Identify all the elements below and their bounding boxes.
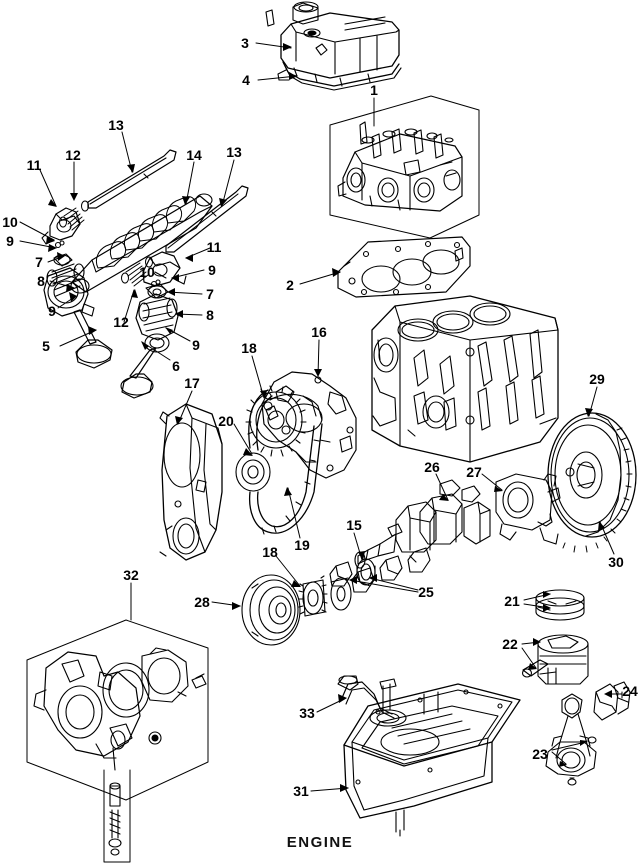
callout-valve-cover: 3 xyxy=(241,35,249,51)
callout-rocker-shaft-intake: 13 xyxy=(108,117,124,133)
callout-oil-pump-pickup-tube: 33 xyxy=(299,705,315,721)
callout-camshaft: 14 xyxy=(186,147,202,163)
callout-timing-belt-inner-cover: 16 xyxy=(311,324,327,340)
callout-valve-spring-retainer-left: 7 xyxy=(35,254,43,270)
valve-cover-art xyxy=(265,1,402,91)
callout-timing-belt-tensioner: 20 xyxy=(218,413,234,429)
callout-crankshaft-pulley: 28 xyxy=(194,594,210,610)
callout-rear-main-seal-housing: 27 xyxy=(466,464,482,480)
callout-rocker-shaft-exhaust: 13 xyxy=(226,144,242,160)
callout-crankshaft-timing-sprocket: 18 xyxy=(262,544,278,560)
callout-camshaft-timing-sprocket: 18 xyxy=(241,340,257,356)
callout-piston-and-pin: 22 xyxy=(502,636,518,652)
crankshaft-pulley-art xyxy=(241,574,352,646)
callout-timing-belt-outer-cover: 17 xyxy=(184,375,200,391)
leader-lines xyxy=(19,42,623,792)
callout-exhaust-valve: 6 xyxy=(172,358,180,374)
head-gasket-art xyxy=(337,236,471,298)
callout-valve-spring-right: 8 xyxy=(206,307,214,323)
callout-cylinder-head: 1 xyxy=(370,82,378,98)
oil-pan-art xyxy=(337,675,521,837)
callout-valve-spring-left: 8 xyxy=(37,273,45,289)
callout-valve-seal-right-lower: 9 xyxy=(192,337,200,353)
callout-valve-cotter-left: 10 xyxy=(2,214,18,230)
callout-valve-keeper-right-upper: 9 xyxy=(208,262,216,278)
callout-valve-cover-gasket: 4 xyxy=(242,72,250,88)
callout-rocker-spring-left: 12 xyxy=(65,147,81,163)
callout-oil-pump-assembly: 32 xyxy=(123,567,139,583)
callout-timing-belt: 19 xyxy=(294,537,310,553)
callout-rocker-arm-left: 11 xyxy=(26,157,42,173)
callout-flywheel: 30 xyxy=(608,554,624,570)
callout-connecting-rod-bearing: 24 xyxy=(622,683,638,699)
callout-valve-cotter-right: 10 xyxy=(139,264,155,280)
callout-intake-valve: 5 xyxy=(42,338,50,354)
timing-belt-art xyxy=(235,389,323,535)
callout-crankshaft-front-oil-seal: 15 xyxy=(346,517,362,533)
callout-valve-keeper-left-upper: 9 xyxy=(6,233,14,249)
engine-block-art xyxy=(371,295,559,463)
callout-oil-pan: 31 xyxy=(293,783,309,799)
cylinder-head-art xyxy=(329,95,480,239)
rear-main-seal-housing-art xyxy=(495,473,561,545)
crankshaft-art xyxy=(329,479,491,593)
timing-belt-outer-cover-art xyxy=(159,403,223,561)
callout-connecting-rod-bolt: 23 xyxy=(532,746,548,762)
callout-crankshaft-main-bearing: 25 xyxy=(418,584,434,600)
diagram-caption: ENGINE xyxy=(286,834,354,851)
callout-rocker-arm-right: 11 xyxy=(206,239,222,255)
oil-pump-assembly-art xyxy=(26,619,209,863)
callout-piston-ring-set: 21 xyxy=(504,593,520,609)
valve-train-art xyxy=(41,149,249,399)
callout-crankshaft: 26 xyxy=(424,459,440,475)
callout-flywheel-ring-gear: 29 xyxy=(589,371,605,387)
callout-cylinder-head-gasket: 2 xyxy=(286,277,294,293)
callout-valve-seal-left-lower: 9 xyxy=(48,303,56,319)
callout-rocker-spring-right: 12 xyxy=(113,314,129,330)
callout-valve-spring-retainer-right: 7 xyxy=(206,286,214,302)
